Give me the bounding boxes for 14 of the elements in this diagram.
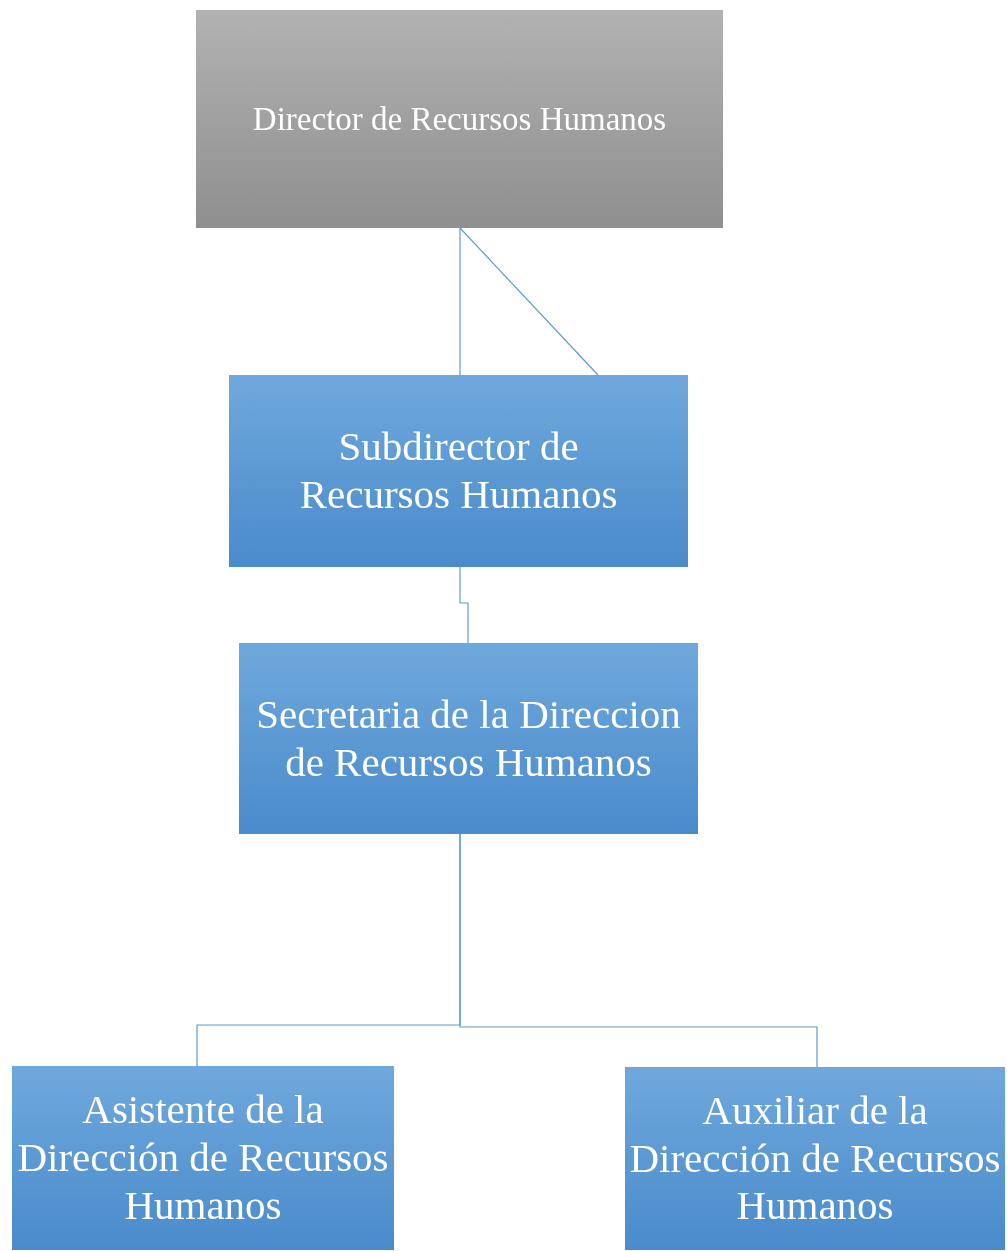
connector-line bbox=[459, 833, 818, 1068]
position-title: Auxiliar de la Dirección de Recursos Humanos bbox=[628, 1086, 1002, 1231]
org-chart-box bbox=[229, 375, 688, 567]
org-chart-box bbox=[625, 1067, 1005, 1250]
org-chart-box bbox=[196, 10, 723, 228]
position-title: Subdirector de Recursos Humanos bbox=[298, 423, 619, 519]
position-title: Director de Recursos Humanos bbox=[252, 99, 667, 139]
connector-line bbox=[459, 566, 469, 644]
org-chart-box bbox=[12, 1066, 394, 1250]
position-title: Asistente de la Dirección de Recursos Humanos bbox=[16, 1086, 390, 1230]
connector-line bbox=[459, 227, 599, 376]
connector-line bbox=[459, 227, 461, 376]
org-chart-box bbox=[239, 643, 698, 834]
position-title: Secretaria de la Direccion de Recursos Humanos bbox=[255, 690, 682, 787]
